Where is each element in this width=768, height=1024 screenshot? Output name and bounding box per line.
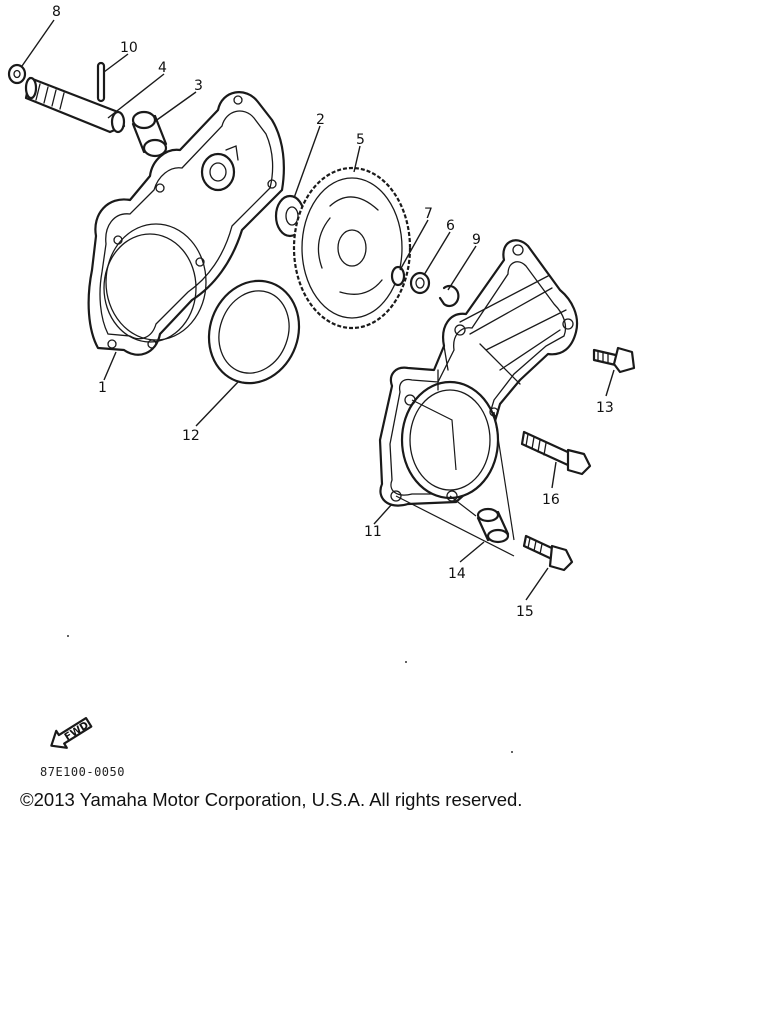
callout-labels: 8 10 4 3 2 5 7 6 9 1 12 13 16 11 14 15 xyxy=(52,4,614,620)
callout-4: 4 xyxy=(158,60,167,76)
callout-11: 11 xyxy=(364,524,382,540)
callout-8: 8 xyxy=(52,4,61,20)
part-4-worm-shaft xyxy=(24,76,126,134)
drawing-code: 87E100-0050 xyxy=(40,765,125,779)
part-7-washer xyxy=(390,265,406,287)
callout-7: 7 xyxy=(424,206,433,222)
callout-13: 13 xyxy=(596,400,614,416)
callout-1: 1 xyxy=(98,380,107,396)
part-11-housing-cover xyxy=(378,239,579,507)
callout-9: 9 xyxy=(472,232,481,248)
part-13-bolt xyxy=(592,346,636,374)
callout-12: 12 xyxy=(182,428,200,444)
callout-2: 2 xyxy=(316,112,325,128)
part-14-dowel-pin xyxy=(476,507,510,544)
callout-14: 14 xyxy=(448,566,466,582)
callout-6: 6 xyxy=(446,218,455,234)
leader-lines xyxy=(21,19,615,601)
scan-specks xyxy=(67,635,513,753)
callout-15: 15 xyxy=(516,604,534,620)
assembly-lines xyxy=(395,399,515,557)
callout-5: 5 xyxy=(356,132,365,148)
part-10-pin xyxy=(96,61,106,103)
part-16-bolt xyxy=(520,430,592,476)
part-15-bolt xyxy=(522,534,574,572)
callout-16: 16 xyxy=(542,492,560,508)
part-3-bushing xyxy=(131,110,168,158)
part-6-washer xyxy=(409,271,431,295)
callout-3: 3 xyxy=(194,78,203,94)
copyright-notice: ©2013 Yamaha Motor Corporation, U.S.A. A… xyxy=(20,789,523,810)
part-1-housing-cover xyxy=(87,91,285,356)
part-5-gear xyxy=(292,166,412,330)
part-9-circlip xyxy=(438,284,460,308)
part-8-washer xyxy=(7,63,27,85)
forward-arrow-icon: FWD xyxy=(50,717,93,749)
part-12-o-ring xyxy=(207,279,301,385)
callout-10: 10 xyxy=(120,40,138,56)
